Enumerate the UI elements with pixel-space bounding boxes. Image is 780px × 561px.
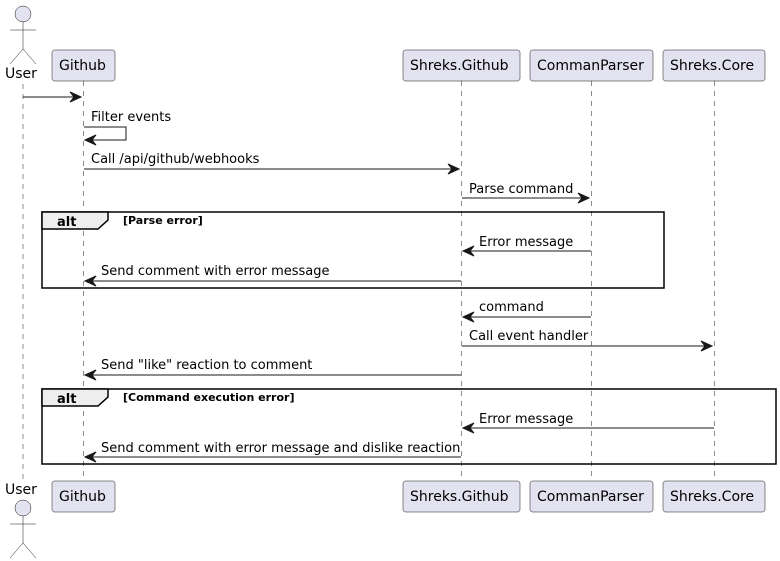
participant-box — [529, 49, 654, 82]
actor-label: User — [5, 482, 37, 498]
fragment-frame — [41, 388, 777, 465]
fragment-guard: [Command execution error] — [123, 391, 294, 404]
participant-box — [51, 49, 116, 82]
participant-box — [51, 480, 116, 513]
actor-user-top: User — [5, 5, 37, 82]
arrowhead-icon — [700, 340, 714, 352]
fragment-keyword: alt — [57, 392, 76, 407]
fragment-tab — [41, 388, 109, 407]
participant-label: Shreks.Core — [670, 489, 754, 505]
message-label: Parse command — [469, 182, 573, 197]
message-label: Send "like" reaction to comment — [101, 358, 312, 373]
arrowhead-icon — [69, 91, 83, 103]
participant-comman-parser-top: CommanParser — [529, 49, 654, 82]
participant-box — [529, 480, 654, 513]
alt-fragment-parse-error: alt [Parse error] — [41, 211, 665, 289]
message-parse-error-message: Error message — [461, 235, 591, 257]
actor-user-bottom: User — [5, 482, 37, 559]
arrowhead-icon — [447, 163, 461, 175]
arrowhead-icon — [83, 275, 97, 287]
message-user-to-github — [23, 91, 83, 103]
participant-shreks-github-bottom: Shreks.Github — [402, 480, 521, 513]
participant-box — [662, 49, 766, 82]
message-label: Call event handler — [469, 329, 589, 344]
participant-comman-parser-bottom: CommanParser — [529, 480, 654, 513]
participant-github-bottom: Github — [51, 480, 116, 513]
message-filter-events: Filter events — [83, 110, 171, 146]
participant-box — [402, 49, 521, 82]
actor-body-icon — [9, 516, 37, 559]
message-label: Send comment with error message — [101, 264, 330, 279]
fragment-frame — [41, 211, 665, 289]
arrowhead-icon — [577, 192, 591, 204]
participant-shreks-github-top: Shreks.Github — [402, 49, 521, 82]
message-line — [84, 126, 127, 141]
participant-box — [662, 480, 766, 513]
message-call-event-handler: Call event handler — [462, 329, 714, 352]
actor-label: User — [5, 66, 37, 82]
participant-label: Shreks.Github — [410, 489, 509, 505]
participant-github-top: Github — [51, 49, 116, 82]
message-command: command — [461, 300, 591, 323]
arrowhead-icon — [461, 422, 475, 434]
arrowhead-icon — [461, 245, 475, 257]
fragment-guard: [Parse error] — [123, 214, 203, 227]
message-label: command — [479, 300, 544, 315]
participant-box — [402, 480, 521, 513]
arrowhead-icon — [83, 134, 97, 146]
message-core-error-message: Error message — [461, 412, 714, 434]
participant-shreks-core-top: Shreks.Core — [662, 49, 766, 82]
participant-label: Github — [59, 489, 106, 505]
participant-label: CommanParser — [537, 489, 644, 505]
participant-label: Shreks.Core — [670, 58, 754, 74]
actor-head-icon — [14, 499, 32, 517]
actor-head-icon — [14, 5, 32, 23]
participant-shreks-core-bottom: Shreks.Core — [662, 480, 766, 513]
message-label: Call /api/github/webhooks — [91, 152, 260, 167]
message-label: Filter events — [91, 110, 171, 125]
alt-fragment-command-error: alt [Command execution error] — [41, 388, 777, 465]
message-parse-command: Parse command — [462, 182, 591, 204]
message-call-webhooks: Call /api/github/webhooks — [84, 152, 461, 175]
message-send-like-reaction: Send "like" reaction to comment — [83, 358, 461, 381]
message-label: Send comment with error message and disl… — [101, 441, 460, 456]
fragment-keyword: alt — [57, 215, 76, 230]
message-label: Error message — [479, 235, 573, 250]
actor-body-icon — [9, 22, 37, 65]
participant-label: CommanParser — [537, 58, 644, 74]
message-send-error-dislike: Send comment with error message and disl… — [83, 441, 461, 463]
arrowhead-icon — [83, 451, 97, 463]
message-send-error-comment: Send comment with error message — [83, 264, 461, 287]
arrowhead-icon — [461, 311, 475, 323]
fragment-tab — [41, 211, 109, 230]
message-label: Error message — [479, 412, 573, 427]
participant-label: Shreks.Github — [410, 58, 509, 74]
participant-label: Github — [59, 58, 106, 74]
arrowhead-icon — [83, 369, 97, 381]
